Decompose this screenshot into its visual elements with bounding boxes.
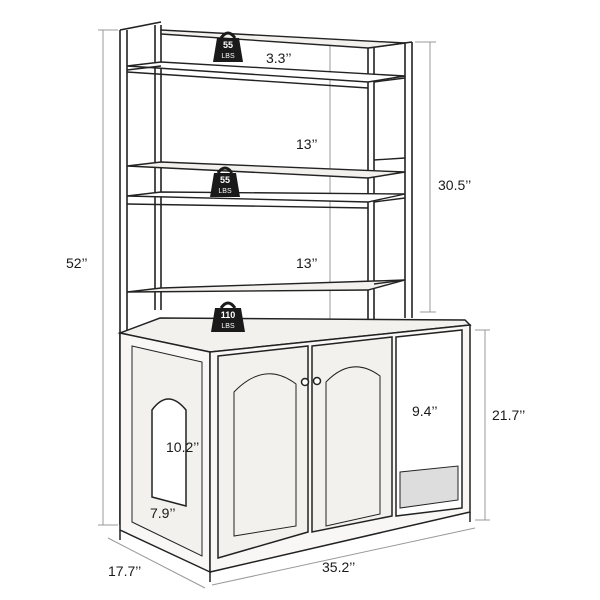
weight-icon [213,38,243,62]
back-board-low [126,279,406,293]
weight-icon [210,173,240,197]
load-value: 55 [223,40,233,50]
middle-shelf [126,191,406,203]
right-door-knob [312,376,322,386]
label-shelf-gap-low: 13’’ [296,255,318,271]
left-door-knob [300,377,310,387]
label-cat-door-height: 10.2’’ [166,439,199,455]
label-shelf-gap-mid: 13’’ [296,136,318,152]
left-door-arch [233,373,297,537]
shelves [126,29,406,293]
load-unit: LBS [218,188,232,195]
top-back-board [160,29,406,49]
label-total-height: 52’’ [66,255,88,271]
load-value: 110 [221,310,236,320]
litter-tray [399,465,459,509]
label-side-opening: 9.4’’ [412,403,437,419]
width-line [211,527,476,586]
label-cabinet-height: 21.7’’ [492,407,525,423]
label-shelf-gap-top: 3.3’’ [266,50,291,66]
label-cat-door-width: 7.9’’ [150,505,175,521]
right-door-arch [325,366,381,527]
weight-icon [211,308,245,332]
load-unit: LBS [221,323,235,330]
load-badge-cabinet: 110 LBS [211,301,245,332]
load-badge-middle: 55 LBS [210,166,240,197]
label-depth: 17.7’’ [108,563,141,579]
label-hutch-height: 30.5’’ [438,177,471,193]
load-value: 55 [220,175,230,185]
right-door [311,336,393,533]
top-shelf [126,61,406,83]
depth-line [107,537,206,589]
back-board-mid [126,161,406,179]
load-unit: LBS [221,53,235,60]
load-badge-top: 55 LBS [213,31,243,62]
label-width: 35.2’’ [322,559,355,575]
cabinet [117,317,472,582]
left-door [217,345,309,559]
cat-door-opening [151,398,187,507]
